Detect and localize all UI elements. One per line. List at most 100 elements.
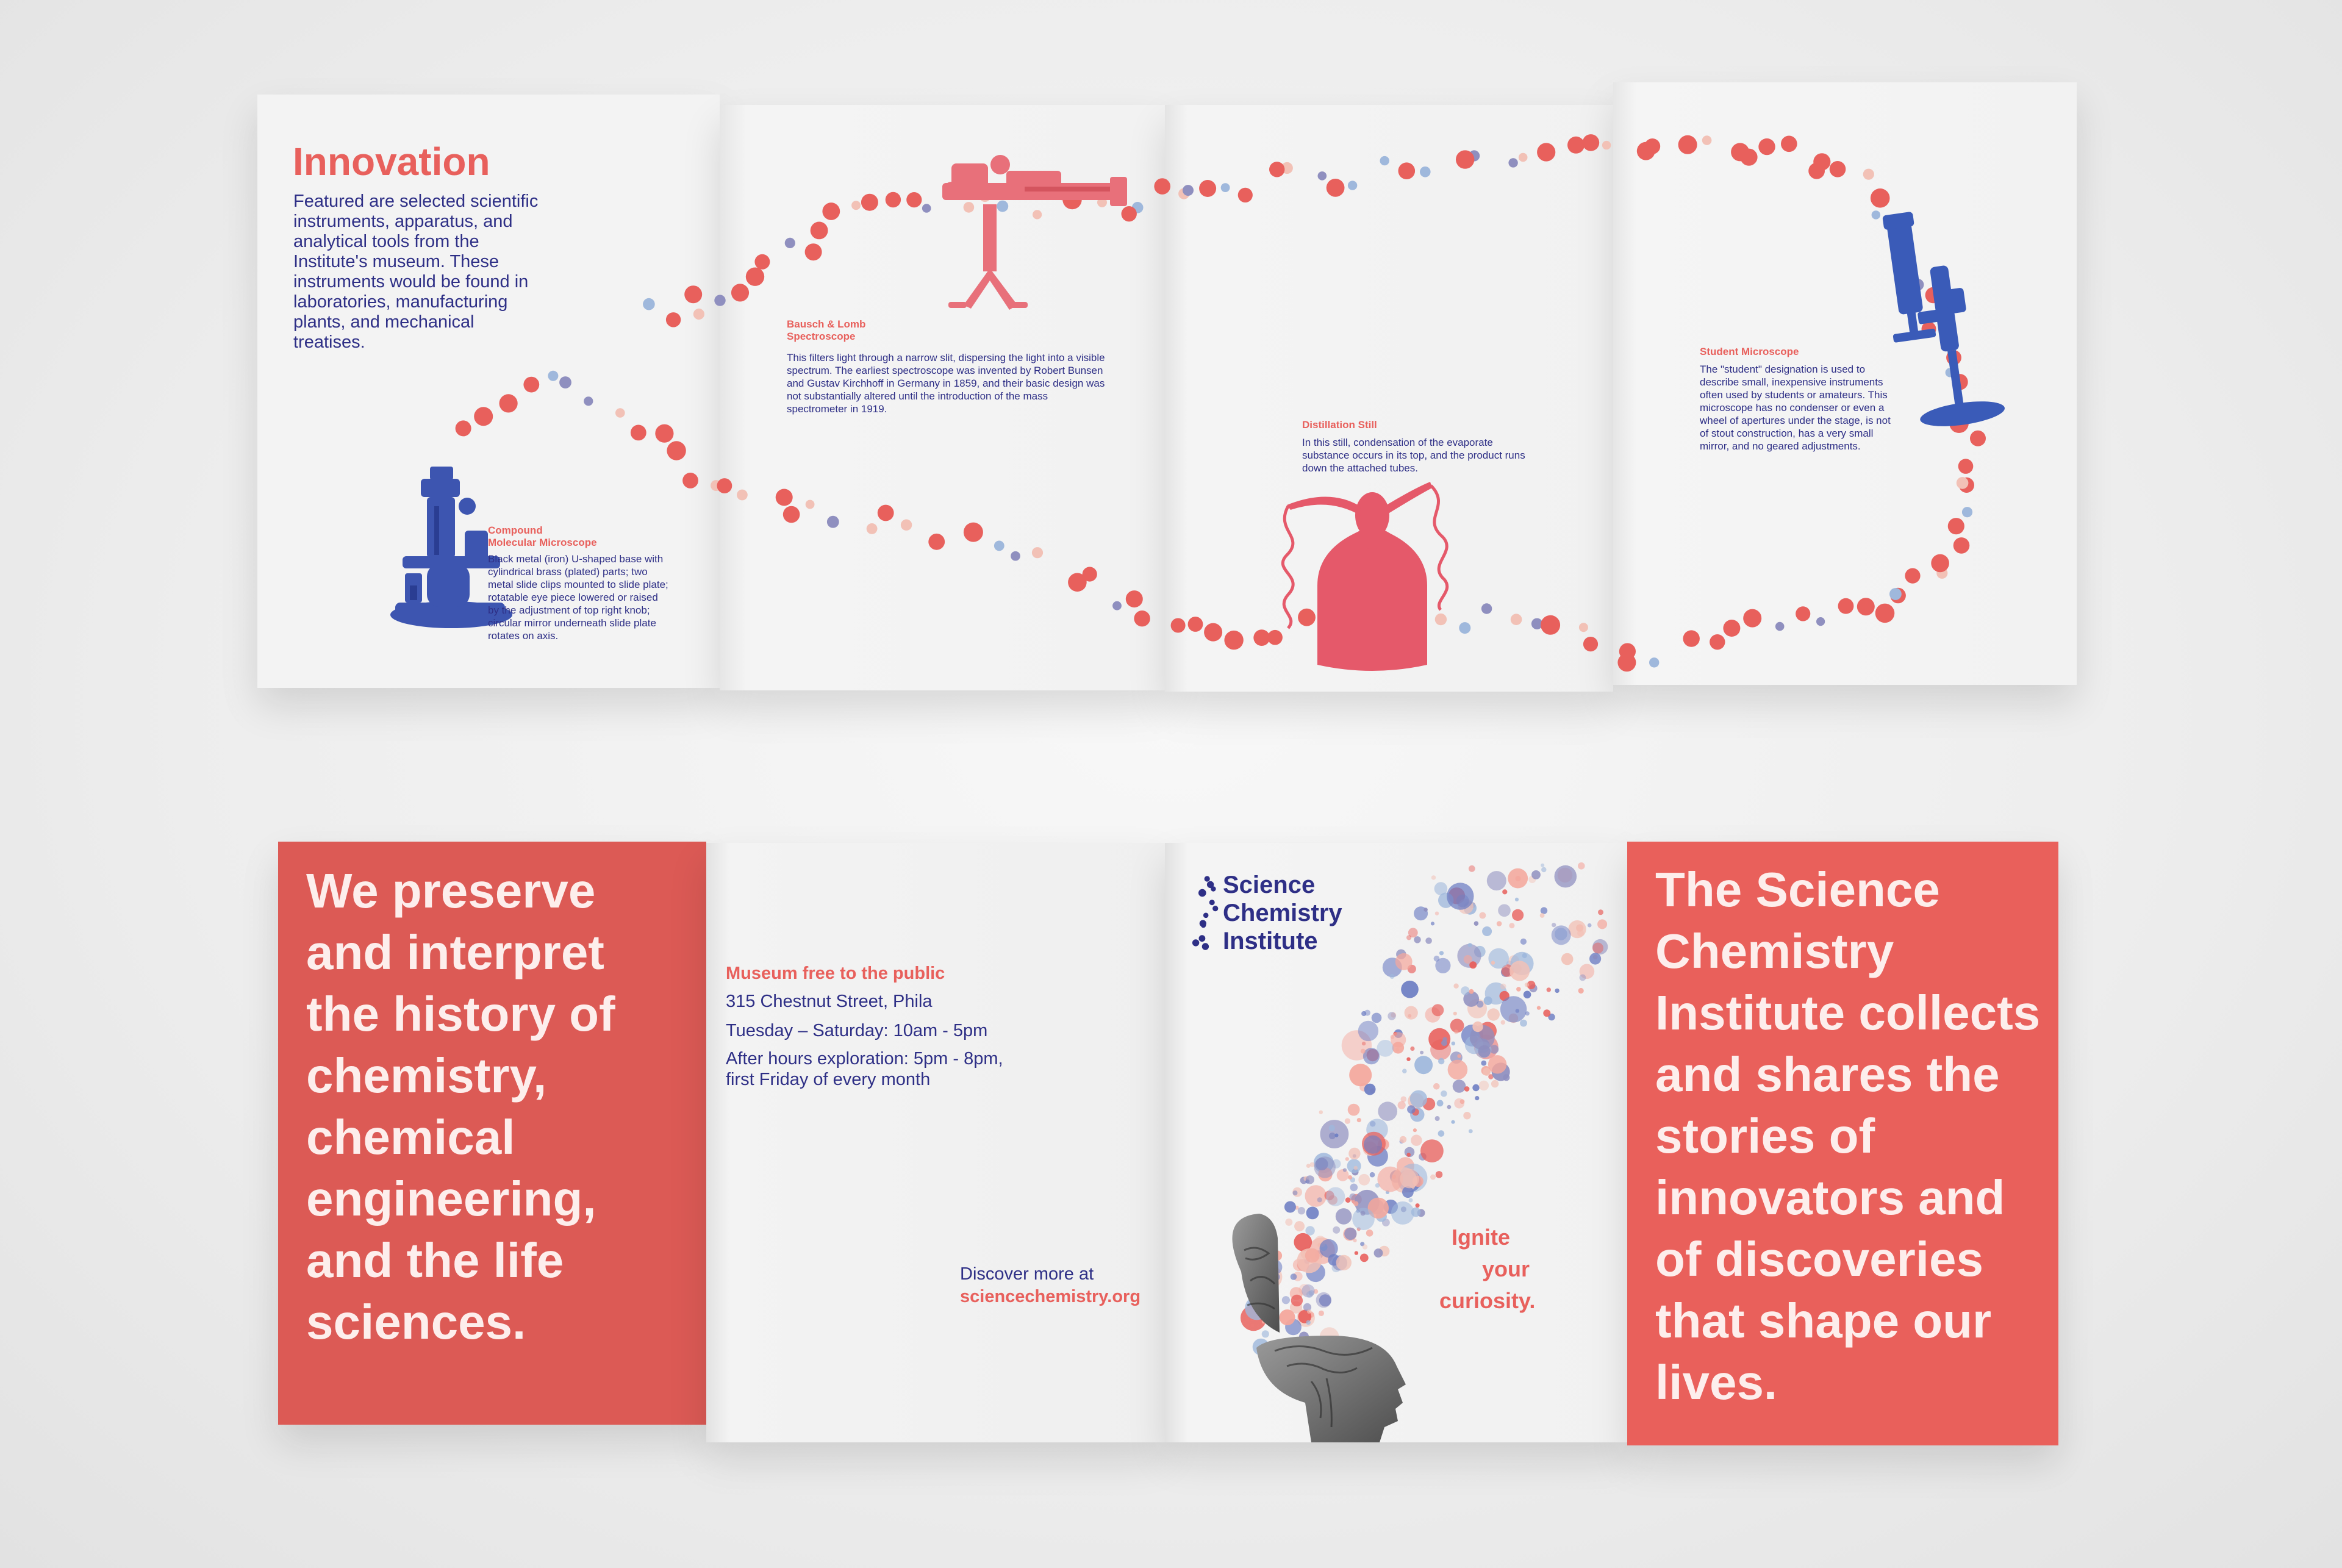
instrument-3-title-line1: Distillation Still [1302, 419, 1377, 431]
tagline: Ignite your curiosity. [1439, 1222, 1535, 1317]
trail-dot [928, 533, 945, 550]
trail-dot [900, 519, 912, 531]
discover-label: Discover more at [960, 1264, 1094, 1284]
trail-dot [1011, 551, 1020, 561]
visit-heading: Museum free to the public [726, 964, 945, 983]
institute-statement: The Science Chemistry Institute collects… [1655, 862, 2041, 1409]
trail-dot [866, 523, 878, 534]
trail-dot [1678, 135, 1697, 154]
instrument-2-title: Bausch & Lomb Spectroscope [787, 318, 982, 343]
trail-dot [655, 424, 674, 443]
trail-dot [630, 424, 646, 441]
trail-dot [1905, 568, 1921, 584]
trail-dot [1434, 613, 1447, 626]
trail-dot [804, 243, 822, 261]
trail-dot [1796, 606, 1811, 621]
trail-dot [737, 489, 748, 501]
trail-dot [1347, 181, 1358, 190]
trail-dot [1781, 135, 1797, 152]
trail-dot [1224, 630, 1244, 650]
trail-dot [1871, 210, 1880, 220]
trail-dot [615, 408, 625, 418]
trail-dot [1947, 518, 1964, 535]
trail-dot [548, 370, 559, 381]
trail-dot [1531, 618, 1543, 629]
trail-dot [1970, 430, 1986, 446]
trail-dot [1636, 141, 1655, 160]
trail-dot [1710, 634, 1725, 650]
trail-dot [1082, 567, 1097, 582]
trail-dot [963, 522, 983, 542]
trail-dot [1154, 178, 1170, 195]
trail-dot [1952, 374, 1968, 390]
trail-dot [1931, 554, 1949, 573]
trail-dot [1317, 171, 1327, 181]
inside-panel-4 [1613, 82, 2077, 685]
visit-after-hours-1: After hours exploration: 5pm - 8pm, [726, 1049, 1003, 1069]
instrument-2-title-line1: Bausch & Lomb [787, 318, 866, 330]
trail-dot [997, 200, 1009, 212]
trail-dot [1398, 162, 1416, 180]
trail-dot [1336, 607, 1348, 619]
trail-dot [559, 376, 571, 388]
trail-dot [1097, 197, 1107, 207]
trail-dot [1220, 183, 1230, 192]
trail-dot [667, 441, 686, 460]
outside-panel-1 [278, 842, 706, 1425]
trail-dot [1956, 477, 1969, 489]
trail-dot [1683, 630, 1700, 647]
website-link[interactable]: sciencechemistry.org [960, 1287, 1141, 1306]
trail-dot [1394, 606, 1405, 617]
trail-dot [1125, 590, 1143, 608]
trail-dot [1953, 537, 1970, 554]
trail-dot [1537, 143, 1556, 162]
trail-dot [1775, 621, 1785, 631]
instrument-2-title-line2: Spectroscope [787, 331, 856, 342]
trail-dot [782, 506, 800, 523]
trail-dot [1199, 180, 1217, 197]
instrument-3-body: In this still, condensation of the evapo… [1302, 437, 1525, 474]
trail-dot [1958, 459, 1974, 474]
trail-dot [1068, 573, 1087, 592]
trail-dot [1925, 287, 1941, 304]
trail-dot [1204, 623, 1223, 642]
trail-dot [1481, 603, 1492, 614]
trail-dot [1649, 657, 1660, 668]
instrument-1-body: Black metal (iron) U-shaped base with cy… [488, 553, 668, 642]
trail-dot [1269, 162, 1285, 177]
inside-intro: Featured are selected scientific instrum… [293, 192, 539, 352]
trail-dot [714, 295, 726, 306]
trail-dot [1510, 614, 1522, 625]
visit-hours: Tuesday – Saturday: 10am - 5pm [726, 1021, 988, 1040]
trail-dot [1380, 156, 1389, 166]
trail-dot [1968, 407, 1978, 416]
instrument-4-title: Student Microscope [1700, 346, 1895, 358]
trail-dot [1267, 629, 1283, 645]
trail-dot [499, 394, 518, 413]
logo-wordmark: Science Chemistry Institute [1223, 871, 1342, 955]
trail-dot [731, 284, 750, 302]
trail-dot [693, 308, 704, 320]
instrument-3-title: Distillation Still [1302, 419, 1497, 431]
trail-dot [1723, 620, 1741, 637]
trail-dot [1170, 618, 1186, 633]
trail-dot [822, 202, 840, 220]
trail-dot [1808, 162, 1825, 179]
trail-dot [1838, 598, 1854, 614]
trail-dot [1758, 138, 1775, 156]
trail-dot [885, 192, 901, 208]
tagline-line-3: curiosity. [1439, 1288, 1536, 1313]
inside-title: Innovation [293, 140, 490, 184]
trail-dot [922, 204, 931, 213]
trail-dot [1617, 653, 1636, 672]
trail-dot [1946, 350, 1961, 365]
trail-dot [1253, 629, 1270, 646]
trail-dot [906, 192, 922, 208]
trail-dot [1583, 637, 1599, 652]
trail-dot [775, 489, 793, 506]
trail-dot [1900, 238, 1913, 250]
outside-panel-4 [1627, 842, 2058, 1445]
trail-dot [1829, 161, 1846, 177]
trail-dot [1363, 598, 1383, 618]
trail-dot [1298, 608, 1316, 626]
